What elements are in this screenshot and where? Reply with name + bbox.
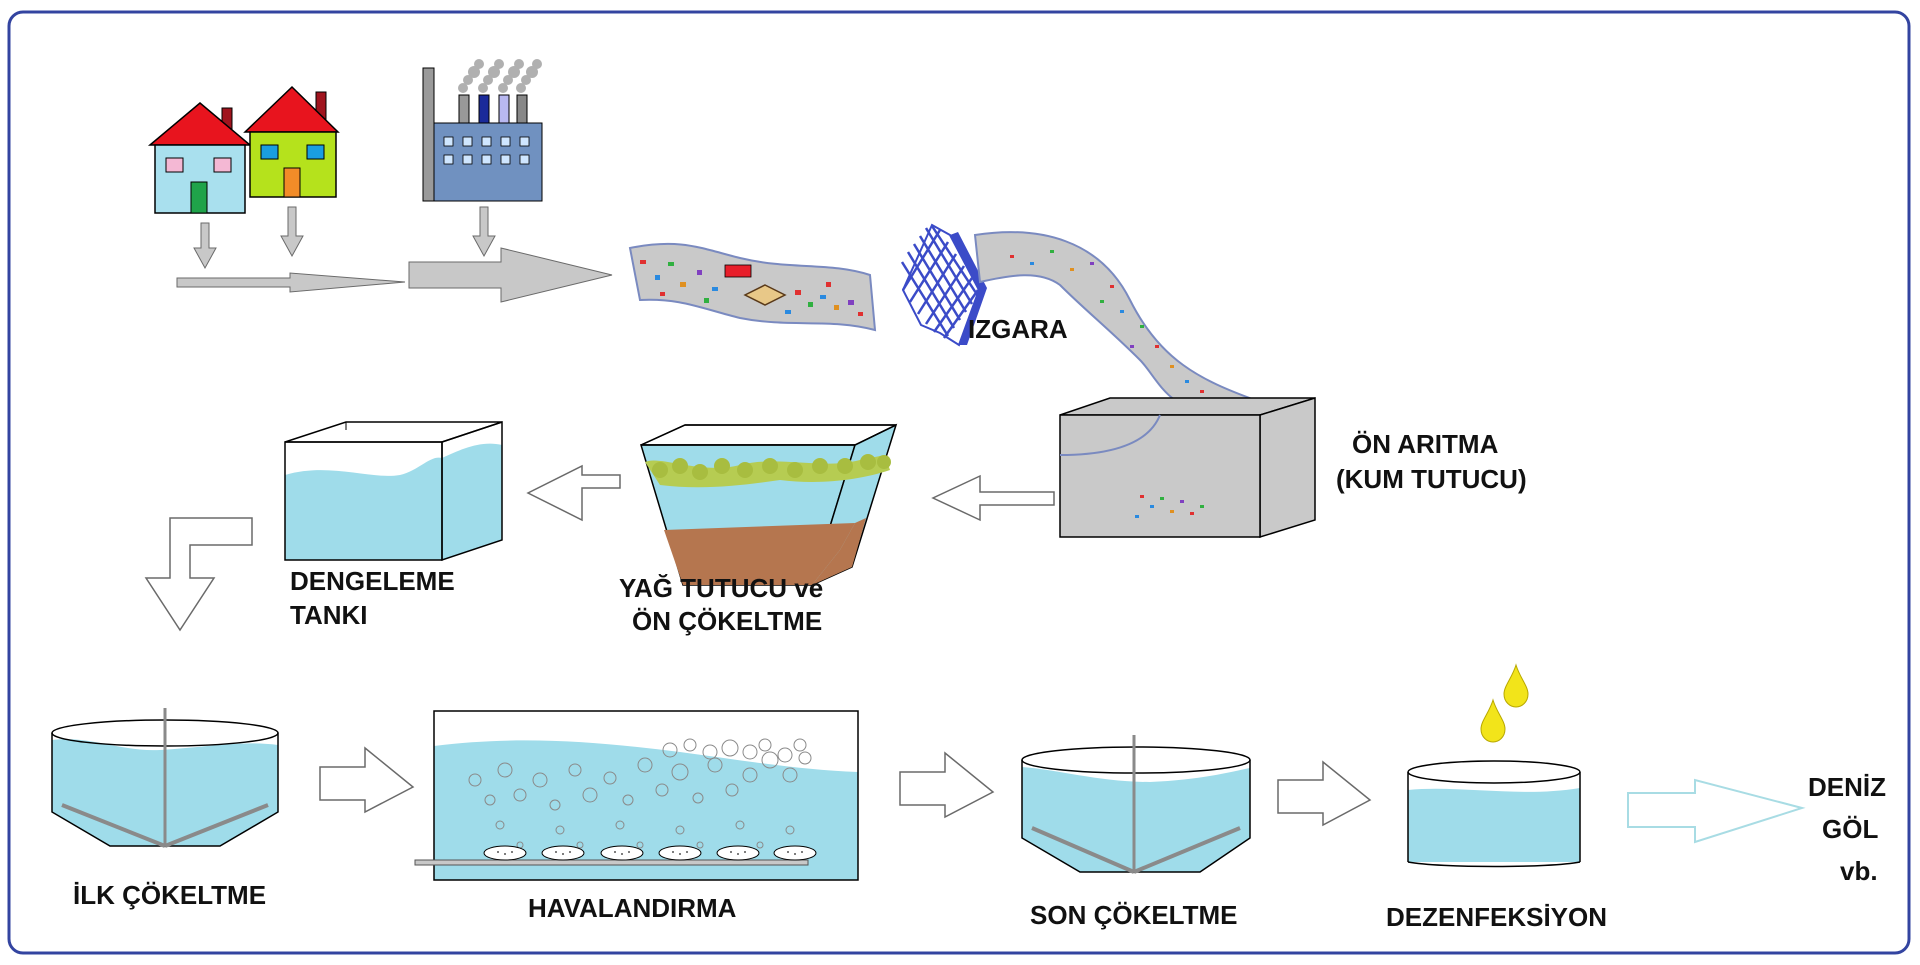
house-green-icon [243,85,340,198]
label-tanki: TANKI [290,600,368,630]
label-izgara: IZGARA [968,314,1068,344]
label-yag-tutucu: YAĞ TUTUCU ve [619,573,823,603]
grit-chamber-tank [1059,396,1316,539]
label-on-cokeltme: ÖN ÇÖKELTME [632,606,822,636]
secondary-clarifier [1021,735,1251,874]
label-dengeleme: DENGELEME [290,566,455,596]
flow-arrow-elbow [144,517,253,632]
label-on-aritma: ÖN ARITMA [1352,429,1499,459]
flow-arrows-row3 [319,746,1372,827]
label-gol: GÖL [1822,814,1878,844]
oil-trap-tank [639,423,898,587]
chlorine-drop-icon [1480,663,1529,743]
source-arrows [176,206,613,303]
label-son-cokeltme: SON ÇÖKELTME [1030,900,1238,930]
factory-icon [422,59,543,202]
diagram-border [7,10,1911,955]
label-ilk-cokeltme: İLK ÇÖKELTME [73,880,266,910]
outflow-arrow [1627,778,1806,844]
label-vb: vb. [1840,856,1878,886]
label-havalandirma: HAVALANDIRMA [528,893,737,923]
equalization-tank [284,420,503,562]
label-dezenfeksiyon: DEZENFEKSİYON [1386,902,1607,932]
primary-clarifier [51,708,279,848]
raw-sewage-stream [628,242,877,332]
aeration-tank [414,710,859,881]
house-blue-icon [147,102,253,214]
bar-screen-icon [900,223,987,347]
label-kum-tutucu: (KUM TUTUCU) [1336,464,1527,494]
disinfection-tank [1407,760,1581,868]
flow-arrows-row2 [526,464,1055,522]
label-deniz: DENİZ [1808,772,1886,802]
